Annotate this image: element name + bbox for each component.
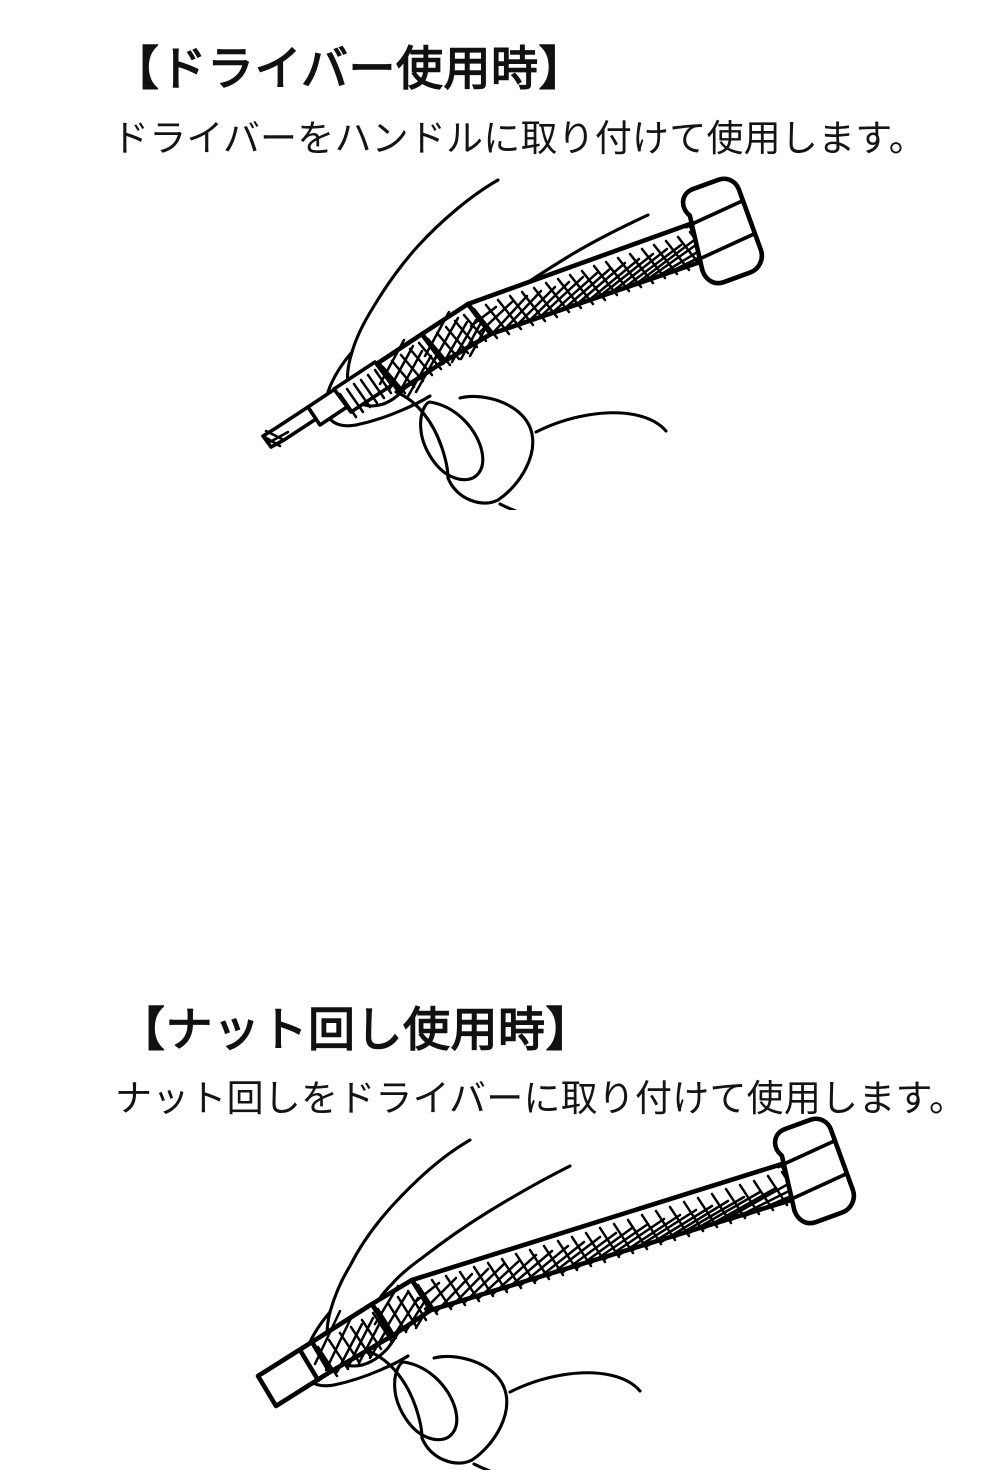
knurl-hatch-band-2 — [423, 307, 494, 367]
hand-lower-index-finger — [394, 390, 535, 505]
nut-driver-illustration-svg — [255, 1116, 857, 1470]
knurled-grip-main — [409, 1161, 801, 1316]
phillips-bit-tip — [261, 405, 318, 449]
hand-middle-finger — [472, 1371, 642, 1470]
hand-lower-index-finger — [368, 1350, 509, 1465]
knurl-hatch-main — [469, 230, 709, 340]
heading-nut-driver-usage: 【ナット回し使用時】 — [118, 1003, 593, 1058]
hand-palm-edge — [354, 394, 432, 427]
section-nut-driver-usage: 【ナット回し使用時】 ナット回しをドライバーに取り付けて使用します。 — [0, 480, 1000, 1470]
hand-middle-finger — [498, 411, 668, 510]
illustration-nut-driver-usage — [0, 1110, 1000, 1470]
subtitle-driver-usage: ドライバーをハンドルに取り付けて使用します。 — [112, 117, 926, 160]
illustration-driver-usage — [0, 170, 1000, 510]
knurled-grip-main — [465, 221, 709, 340]
nut-driver-tool — [255, 1116, 857, 1409]
swivel-cap — [680, 176, 765, 286]
section-driver-usage: 【ドライバー使用時】 ドライバーをハンドルに取り付けて使用します。 — [0, 0, 1000, 510]
heading-driver-usage: 【ドライバー使用時】 — [112, 42, 587, 97]
screwdriver-tool — [261, 176, 765, 449]
driver-illustration-svg — [261, 176, 765, 510]
